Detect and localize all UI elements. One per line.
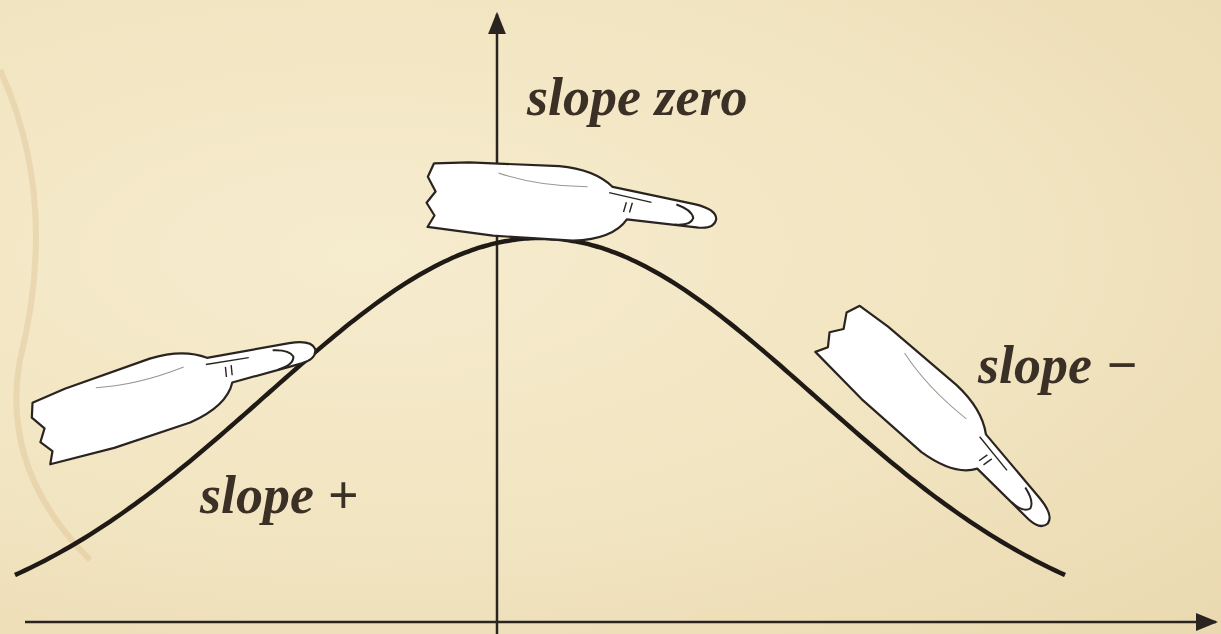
hand-left [25, 312, 325, 469]
hand-top [423, 155, 719, 255]
parchment-stain [0, 70, 90, 560]
y-axis [496, 14, 499, 634]
slope-label: slope − [978, 336, 1138, 395]
slope-label: slope zero [527, 68, 747, 127]
hand-right [810, 297, 1074, 550]
x-axis [25, 621, 1216, 624]
slope-label: slope + [200, 466, 358, 525]
